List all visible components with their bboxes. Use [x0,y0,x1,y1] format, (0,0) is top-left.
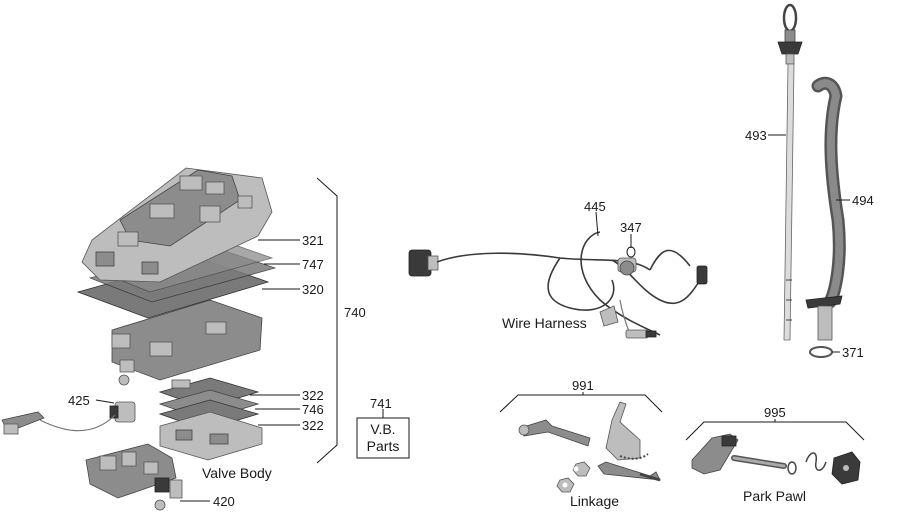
label-321: 321 [302,233,324,248]
linkage-illustration [518,401,661,493]
group-label-vb-parts-1: V.B. [370,421,395,437]
group-label-park-pawl: Park Pawl [743,488,806,504]
dipstick-illustration [777,3,803,341]
part-number-labels: 321 747 320 740 425 322 746 322 741 420 … [68,128,874,509]
label-747: 747 [302,257,324,272]
park-pawl-illustration [691,433,861,485]
valve-body-leaders [95,239,300,502]
label-425: 425 [68,393,90,408]
dipstick-leaders [768,134,850,353]
dipstick-tube-illustration [805,76,846,358]
label-741: 741 [370,396,392,411]
vb-parts-box [356,409,410,459]
bracket-991 [499,392,663,413]
group-label-vb-parts-2: Parts [367,438,400,454]
label-320: 320 [302,282,324,297]
group-label-linkage: Linkage [570,493,619,509]
group-label-wire-harness: Wire Harness [502,315,587,331]
label-420: 420 [213,494,235,509]
group-label-valve-body: Valve Body [202,465,272,481]
label-445: 445 [584,199,606,214]
label-746: 746 [302,402,324,417]
label-347: 347 [620,220,642,235]
wire-harness-leaders [595,211,636,258]
label-494: 494 [852,193,874,208]
bracket-740 [316,177,338,464]
label-995: 995 [764,405,786,420]
group-labels: Valve Body V.B. Parts Wire Harness Linka… [202,315,806,509]
label-991: 991 [572,378,594,393]
label-371: 371 [842,345,864,360]
label-740: 740 [344,305,366,320]
valve-body-illustration [1,167,277,511]
label-493: 493 [745,128,767,143]
bracket-995 [685,419,865,441]
label-322-upper: 322 [302,388,324,403]
wire-harness-illustration [408,231,708,339]
label-322-lower: 322 [302,418,324,433]
